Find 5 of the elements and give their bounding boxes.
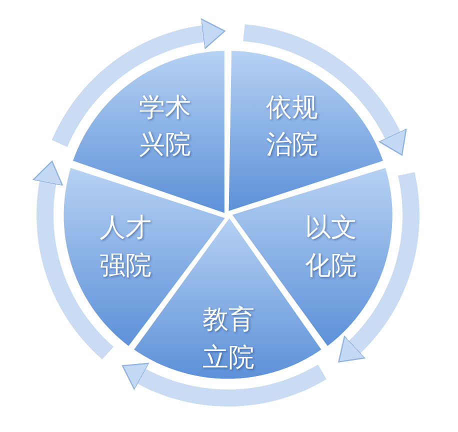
wedge-label: 以文化院 — [304, 212, 358, 284]
wedge-label: 学术兴院 — [138, 92, 192, 162]
wedge-label: 教育立院 — [201, 304, 256, 375]
wedge-label: 依规治院 — [264, 92, 319, 162]
wedge-label: 人才强院 — [98, 212, 153, 284]
